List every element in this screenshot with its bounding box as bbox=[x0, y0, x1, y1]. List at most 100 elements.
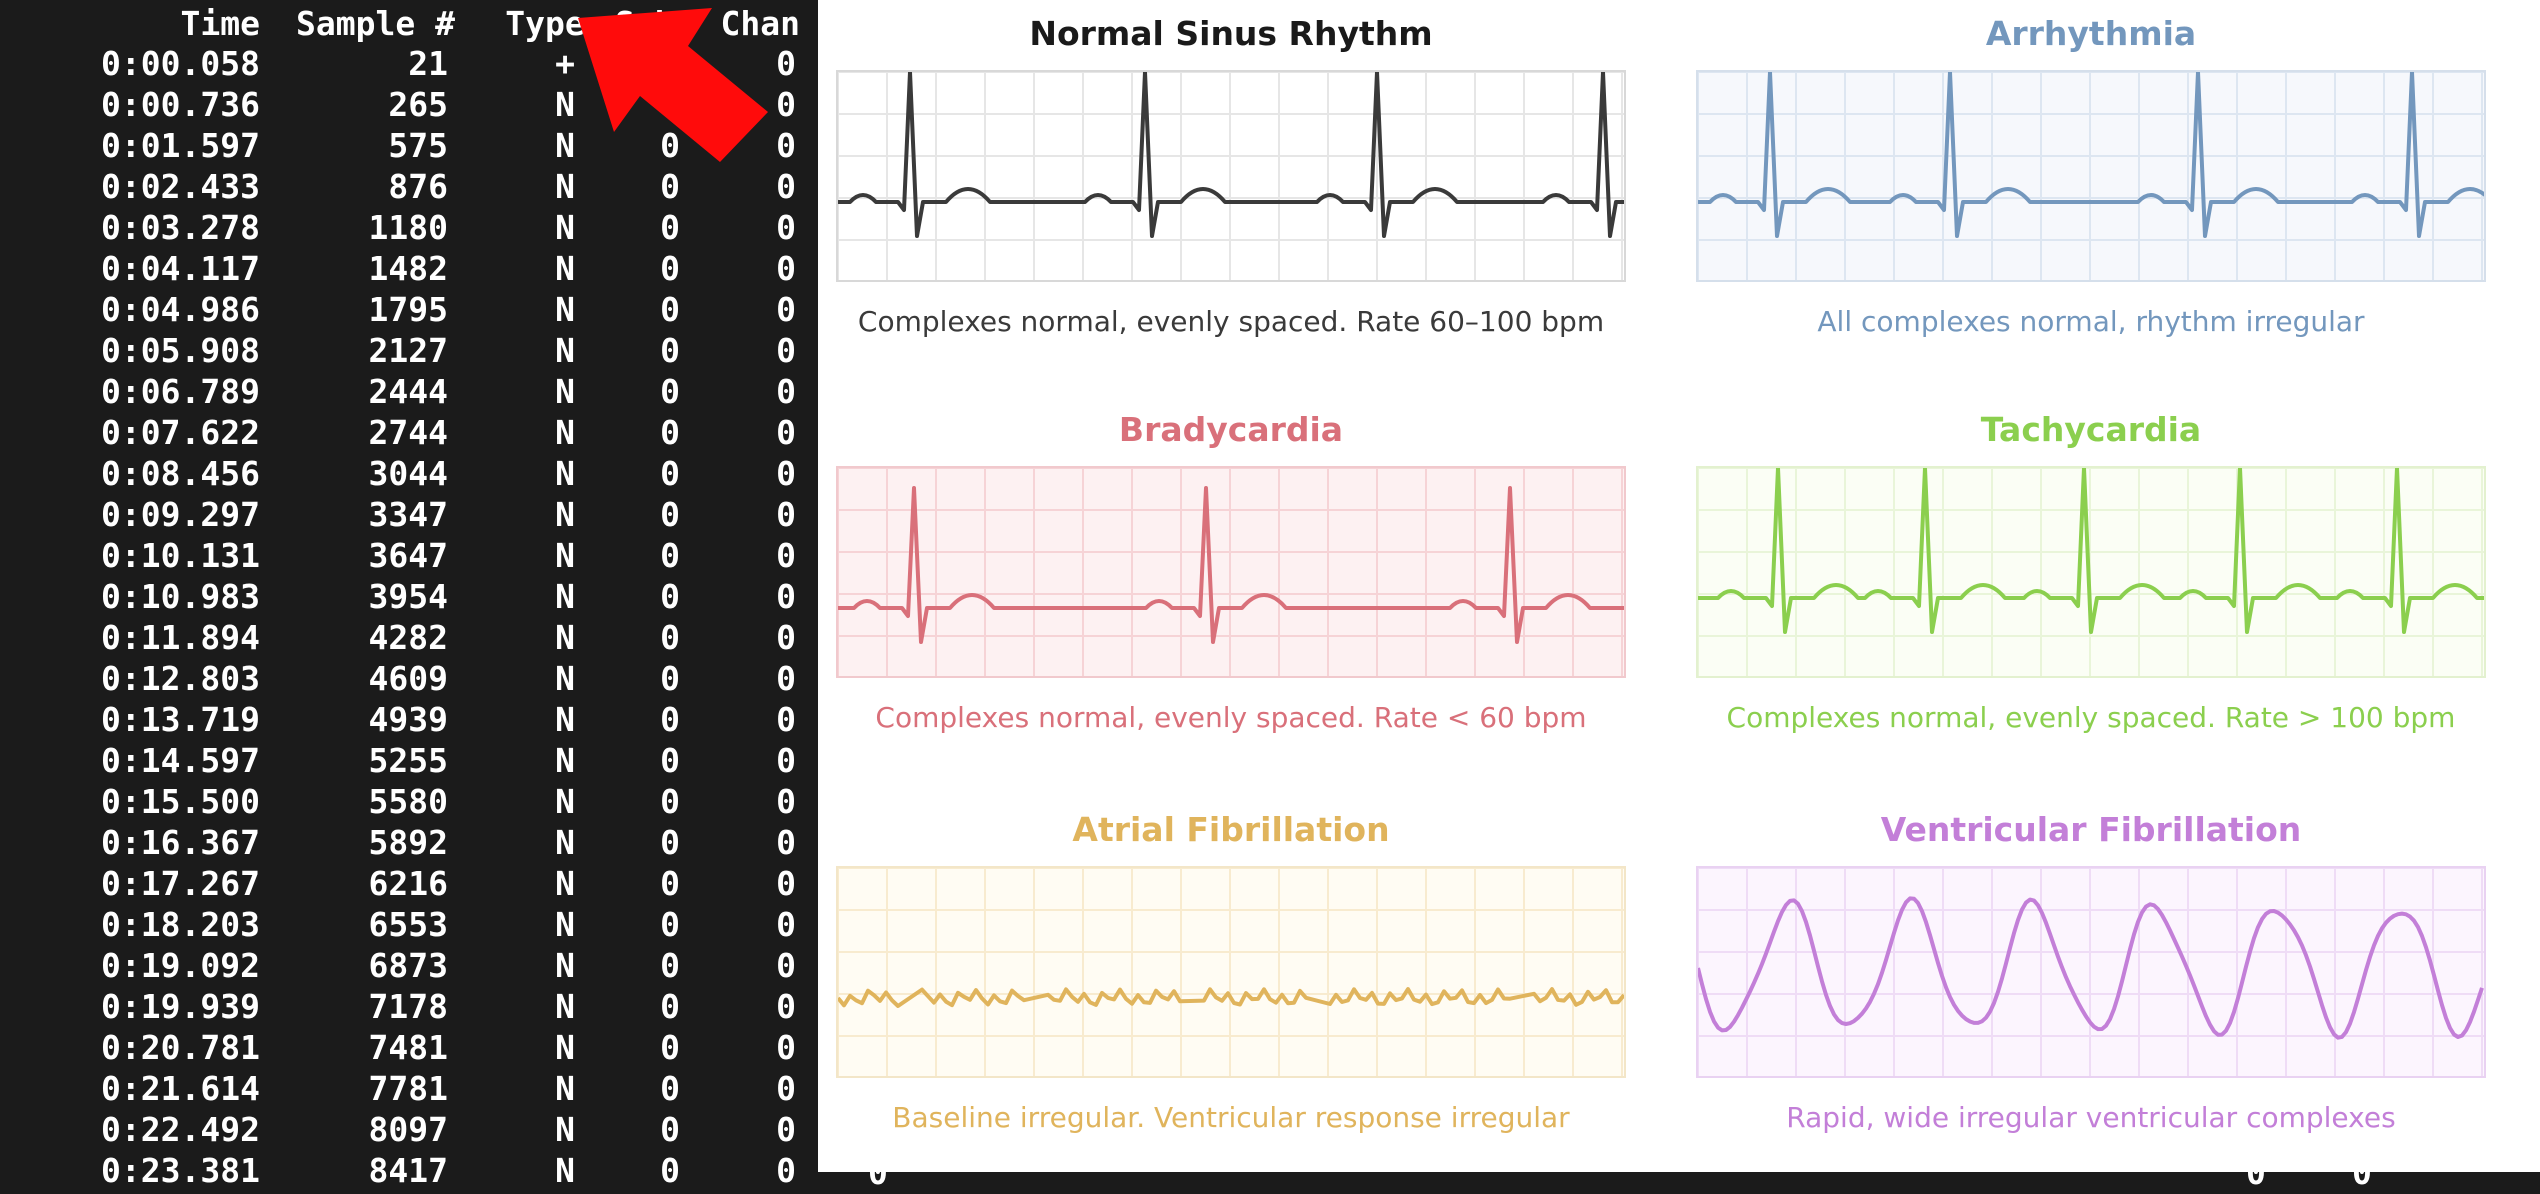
cell-sample: 2744 bbox=[368, 413, 448, 452]
cell-sub: 0 bbox=[660, 905, 680, 944]
cell-chan: 0 bbox=[776, 987, 796, 1026]
cell-time: 0:17.267 bbox=[101, 864, 260, 903]
cell-type: N bbox=[555, 659, 575, 698]
cell-sample: 21 bbox=[408, 44, 448, 83]
cell-sub: 0 bbox=[660, 1069, 680, 1108]
cell-time: 0:07.622 bbox=[101, 413, 260, 452]
cell-time: 0:05.908 bbox=[101, 331, 260, 370]
ecg-waveform bbox=[838, 468, 1624, 676]
cell-type: N bbox=[555, 946, 575, 985]
cell-chan: 0 bbox=[776, 659, 796, 698]
rhythm-description: Baseline irregular. Ventricular response… bbox=[892, 1101, 1570, 1134]
cell-time: 0:12.803 bbox=[101, 659, 260, 698]
cell-sample: 3347 bbox=[368, 495, 448, 534]
terminal-annotation-table: Time Sample # Type Sub Chan 0:00.05821+0… bbox=[0, 0, 2372, 1194]
rhythm-description: Complexes normal, evenly spaced. Rate < … bbox=[875, 701, 1587, 734]
cell-time: 0:00.058 bbox=[101, 44, 260, 83]
cell-sample: 7781 bbox=[368, 1069, 448, 1108]
cell-chan: 0 bbox=[776, 167, 796, 206]
cell-type: N bbox=[555, 1151, 575, 1190]
cell-chan: 0 bbox=[776, 249, 796, 288]
header-time: Time bbox=[180, 4, 260, 43]
cell-time: 0:09.297 bbox=[101, 495, 260, 534]
cell-chan: 0 bbox=[776, 126, 796, 165]
cell-chan: 0 bbox=[776, 495, 796, 534]
cell-sample: 2127 bbox=[368, 331, 448, 370]
cell-sample: 3044 bbox=[368, 454, 448, 493]
cell-type: N bbox=[555, 577, 575, 616]
ecg-trace bbox=[1698, 72, 2484, 238]
cell-chan: 0 bbox=[776, 331, 796, 370]
cell-sub: 0 bbox=[660, 577, 680, 616]
cell-type: N bbox=[555, 85, 575, 124]
cell-time: 0:22.492 bbox=[101, 1110, 260, 1149]
cell-time: 0:19.939 bbox=[101, 987, 260, 1026]
cell-chan: 0 bbox=[776, 782, 796, 821]
cell-sample: 3954 bbox=[368, 577, 448, 616]
header-chan: Chan bbox=[720, 4, 800, 43]
rhythm-title: Bradycardia bbox=[1118, 410, 1344, 449]
cell-sub: 0 bbox=[660, 782, 680, 821]
ecg-trace bbox=[1698, 896, 2484, 1040]
cell-time: 0:08.456 bbox=[101, 454, 260, 493]
header-sample: Sample # bbox=[296, 4, 455, 43]
cell-sub: 0 bbox=[660, 331, 680, 370]
rhythm-description: Rapid, wide irregular ventricular comple… bbox=[1786, 1101, 2396, 1134]
ecg-strip bbox=[1696, 70, 2486, 282]
cell-chan: 0 bbox=[776, 413, 796, 452]
cell-sub: 0 bbox=[660, 741, 680, 780]
cell-chan: 0 bbox=[776, 946, 796, 985]
cell-sub: 0 bbox=[660, 167, 680, 206]
cell-sample: 6873 bbox=[368, 946, 448, 985]
cell-type: N bbox=[555, 126, 575, 165]
cell-time: 0:06.789 bbox=[101, 372, 260, 411]
cell-sub: 0 bbox=[660, 864, 680, 903]
cell-type: N bbox=[555, 495, 575, 534]
cell-sample: 4282 bbox=[368, 618, 448, 657]
ecg-waveform bbox=[838, 72, 1624, 280]
cell-time: 0:14.597 bbox=[101, 741, 260, 780]
cell-sub: 0 bbox=[660, 823, 680, 862]
cell-type: N bbox=[555, 536, 575, 575]
cell-chan: 0 bbox=[776, 577, 796, 616]
cell-type: N bbox=[555, 454, 575, 493]
cell-type: N bbox=[555, 741, 575, 780]
cell-type: N bbox=[555, 618, 575, 657]
cell-sub: 0 bbox=[660, 249, 680, 288]
header-type: Type bbox=[505, 4, 585, 43]
cell-type: N bbox=[555, 1069, 575, 1108]
cell-chan: 0 bbox=[776, 1069, 796, 1108]
cell-chan: 0 bbox=[776, 1110, 796, 1149]
cell-sub: 0 bbox=[660, 290, 680, 329]
rhythm-title: Atrial Fibrillation bbox=[1072, 810, 1390, 849]
cell-sample: 1795 bbox=[368, 290, 448, 329]
ecg-trace bbox=[838, 486, 1624, 644]
cell-sub: 0 bbox=[660, 372, 680, 411]
cell-sample: 6553 bbox=[368, 905, 448, 944]
cell-sub: 0 bbox=[660, 987, 680, 1026]
cell-chan: 0 bbox=[776, 905, 796, 944]
cell-time: 0:11.894 bbox=[101, 618, 260, 657]
cell-sample: 8417 bbox=[368, 1151, 448, 1190]
ecg-strip bbox=[836, 466, 1626, 678]
cell-type: N bbox=[555, 208, 575, 247]
cell-time: 0:10.131 bbox=[101, 536, 260, 575]
cell-sub: 0 bbox=[660, 454, 680, 493]
cell-chan: 0 bbox=[776, 372, 796, 411]
